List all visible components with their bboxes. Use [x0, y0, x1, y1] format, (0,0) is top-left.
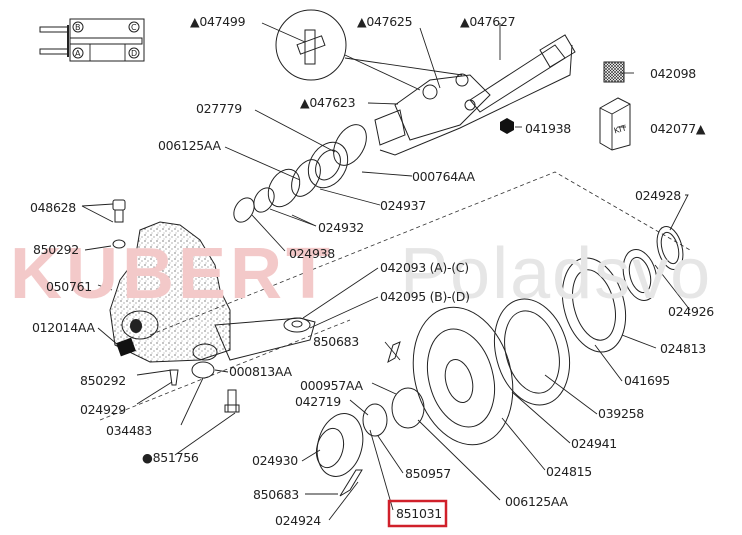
kit-label: KIT	[613, 123, 628, 135]
watermark-brand: KUBERT	[10, 234, 334, 314]
label-048628[interactable]: 048628	[30, 200, 77, 215]
label-034483[interactable]: 034483	[106, 423, 152, 438]
label-027779[interactable]: 027779	[196, 101, 243, 116]
label-024938[interactable]: 024938	[289, 246, 336, 261]
label-050761[interactable]: 050761	[46, 279, 92, 294]
label-024815[interactable]: 024815	[546, 464, 592, 479]
gearbox-housing	[109, 221, 316, 363]
legend-marker-d: D	[131, 49, 137, 58]
nut-042098	[603, 61, 625, 83]
label-024926[interactable]: 024926	[668, 304, 715, 319]
legend-marker-b: B	[75, 23, 81, 32]
assembly-axes	[99, 171, 691, 421]
label-024924[interactable]: 024924	[275, 513, 322, 528]
label-047627[interactable]: ▲047627	[460, 14, 516, 29]
label-024941[interactable]: 024941	[571, 436, 617, 451]
label-000813aa[interactable]: 000813AA	[229, 364, 293, 379]
label-012014aa[interactable]: 012014AA	[32, 320, 96, 335]
part-labels: ▲047499 ▲047625 ▲047627 027779 ▲047623 0…	[30, 14, 715, 528]
label-047499[interactable]: ▲047499	[190, 14, 246, 29]
leader-lines	[81, 22, 691, 521]
legend-marker-a: A	[75, 49, 81, 58]
label-042098[interactable]: 042098	[650, 66, 697, 81]
label-024932[interactable]: 024932	[318, 220, 364, 235]
label-851756[interactable]: ●851756	[142, 450, 199, 465]
label-851031[interactable]: 851031	[396, 506, 442, 521]
label-024930[interactable]: 024930	[252, 453, 299, 468]
label-042077[interactable]: 042077▲	[650, 121, 706, 136]
label-006125aa-bottom[interactable]: 006125AA	[505, 494, 569, 509]
label-042719[interactable]: 042719	[295, 394, 342, 409]
highlight-box	[387, 499, 448, 528]
label-047625[interactable]: ▲047625	[357, 14, 413, 29]
label-000764aa[interactable]: 000764AA	[412, 169, 476, 184]
label-024813[interactable]: 024813	[660, 341, 706, 356]
label-006125aa-top[interactable]: 006125AA	[158, 138, 222, 153]
label-024937[interactable]: 024937	[380, 198, 426, 213]
position-legend: B C A D	[39, 18, 145, 62]
label-850957[interactable]: 850957	[405, 466, 451, 481]
watermark-suffix: Poladsvo	[400, 234, 712, 314]
label-047623[interactable]: ▲047623	[300, 95, 356, 110]
label-024929[interactable]: 024929	[80, 402, 127, 417]
label-850292-top[interactable]: 850292	[33, 242, 79, 257]
label-850683-bottom[interactable]: 850683	[253, 487, 299, 502]
drive-shaft	[374, 34, 576, 156]
label-850292-bottom[interactable]: 850292	[80, 373, 126, 388]
universal-joint-detail	[275, 9, 463, 91]
label-042095[interactable]: 042095 (B)-(D)	[380, 289, 470, 304]
kit-042077: KIT	[599, 97, 631, 151]
legend-marker-c: C	[131, 23, 137, 32]
label-024928[interactable]: 024928	[635, 188, 682, 203]
label-041695[interactable]: 041695	[624, 373, 670, 388]
hub-assembly	[315, 226, 684, 497]
label-000957aa[interactable]: 000957AA	[300, 378, 364, 393]
watermark: KUBERT Poladsvo	[10, 234, 712, 314]
label-041938[interactable]: 041938	[525, 121, 572, 136]
label-039258[interactable]: 039258	[598, 406, 645, 421]
bolt-048628	[112, 199, 126, 249]
label-850683-top[interactable]: 850683	[313, 334, 359, 349]
bearing-stack-upper	[233, 124, 367, 223]
label-042093[interactable]: 042093 (A)-(C)	[380, 260, 469, 275]
